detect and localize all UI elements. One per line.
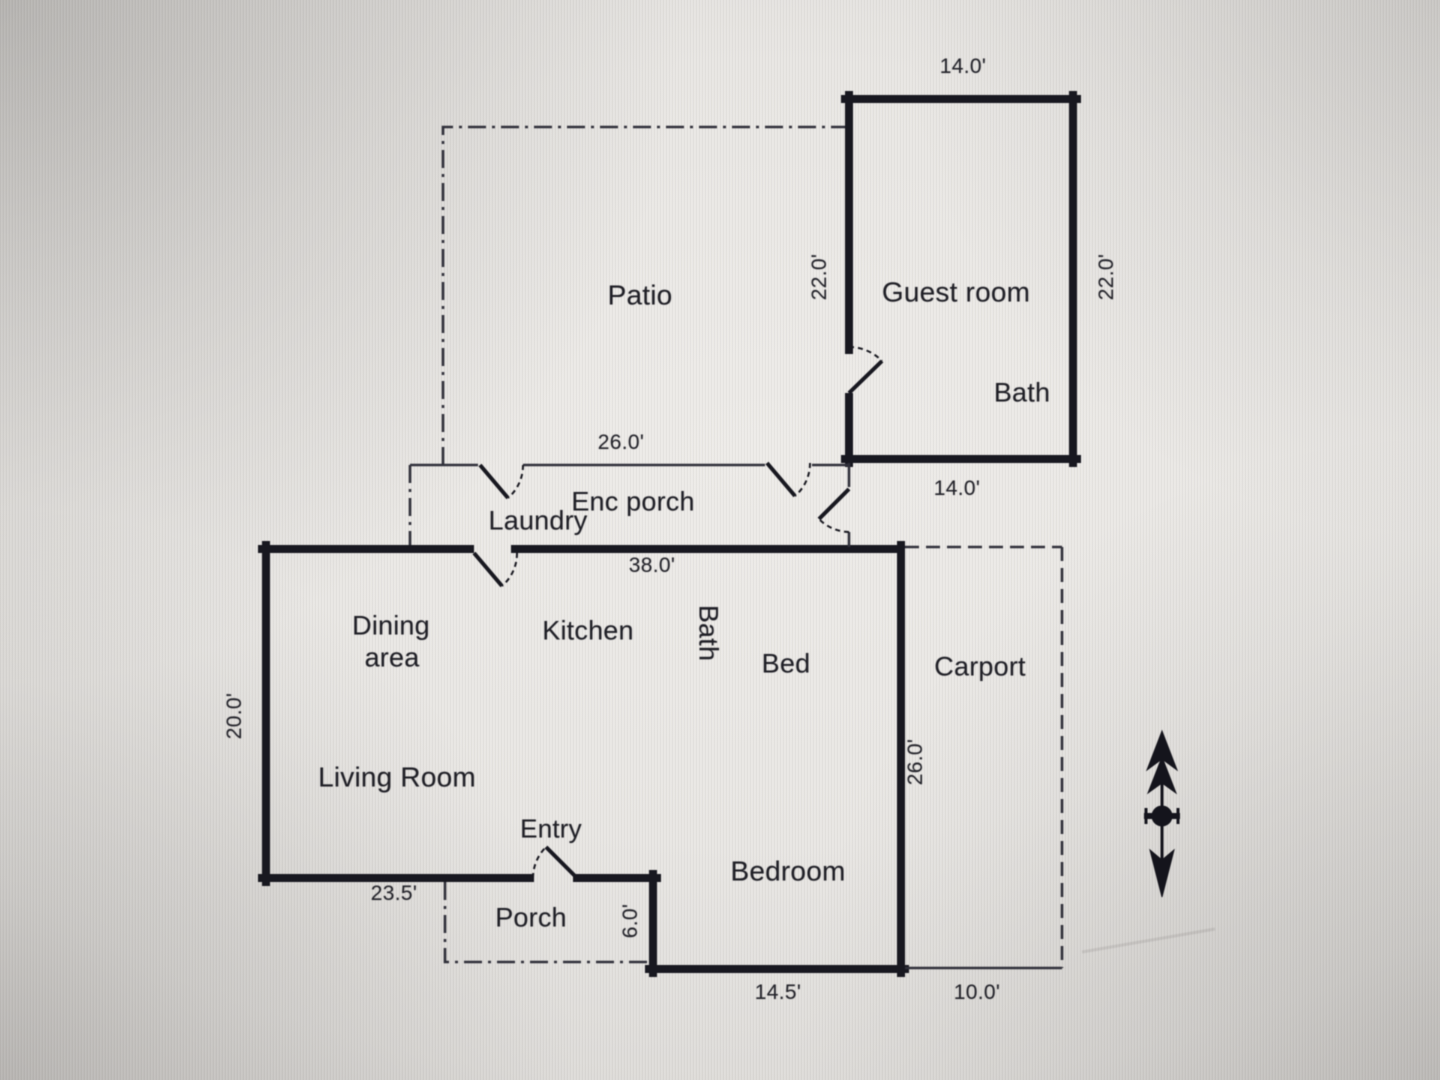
- room-label-carport: Carport: [934, 651, 1026, 682]
- dim-guest-room-right: 22.0': [1095, 253, 1118, 301]
- room-label-porch: Porch: [495, 902, 567, 933]
- room-label-living-room: Living Room: [318, 761, 476, 793]
- room-label-patio: Patio: [607, 279, 673, 311]
- room-label-guest-room: Guest room: [881, 276, 1031, 308]
- room-label-entry: Entry: [520, 813, 582, 844]
- carport-outline: [905, 545, 1064, 968]
- room-label-bedroom: Bedroom: [730, 855, 846, 887]
- guest-room-walls: [841, 91, 1081, 467]
- dim-guest-room-bottom: 14.0': [933, 477, 981, 500]
- room-label-guest-bath: Bath: [993, 377, 1051, 408]
- room-label-enc-porch: Enc porch: [571, 486, 695, 517]
- main-house-walls: [258, 541, 909, 977]
- dim-bedroom-bottom: 14.5': [754, 981, 802, 1004]
- dim-living-bottom: 23.5': [370, 882, 418, 905]
- door-guest-passage: [817, 487, 851, 533]
- dim-guest-room-left: 22.0': [808, 253, 831, 301]
- door-entry: [532, 845, 579, 880]
- patio-outline: [408, 125, 845, 545]
- room-label-dining-line2: area: [364, 642, 420, 673]
- dim-porch-right: 6.0': [619, 903, 642, 939]
- photo-crease: [1081, 927, 1216, 954]
- room-label-laundry: Laundry: [488, 505, 588, 536]
- dim-patio-bottom: 26.0': [597, 431, 645, 454]
- north-arrow-icon: [1144, 729, 1180, 898]
- door-enc-porch-right: [765, 461, 812, 498]
- dim-carport-bottom: 10.0': [953, 981, 1001, 1004]
- room-label-dining-line1: Dining: [352, 610, 430, 641]
- room-label-bath: Bath: [693, 604, 724, 662]
- door-enc-porch-left: [478, 463, 525, 500]
- room-label-bed: Bed: [761, 648, 811, 679]
- dim-main-top: 38.0': [628, 554, 676, 577]
- dim-carport-left: 26.0': [904, 738, 927, 786]
- partition-lines: [410, 463, 1062, 970]
- porch-outline: [443, 882, 653, 964]
- door-laundry: [472, 551, 519, 588]
- door-guest-room: [847, 346, 884, 395]
- dim-guest-room-top: 14.0': [939, 55, 987, 78]
- dim-main-left: 20.0': [223, 692, 246, 740]
- room-label-kitchen: Kitchen: [542, 615, 634, 646]
